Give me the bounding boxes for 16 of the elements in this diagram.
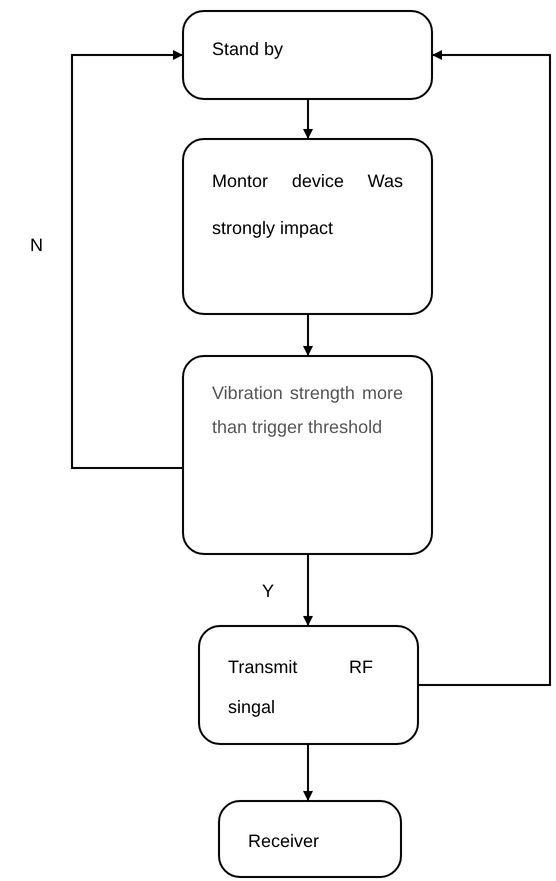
box-text: Vibration strength more than trigger threshold <box>212 382 403 439</box>
box-text: Stand by <box>212 38 284 61</box>
arrow <box>419 50 551 686</box>
arrow <box>71 50 183 469</box>
box-text: Montor device Was strongly impact <box>212 170 403 240</box>
process-box <box>182 355 433 555</box>
arrow <box>303 745 313 801</box>
process-box <box>198 625 419 745</box>
process-box <box>182 138 433 315</box>
arrow <box>303 555 313 626</box>
process-box <box>182 10 433 100</box>
box-text: Receiver <box>248 830 320 853</box>
arrow <box>303 100 313 139</box>
process-box <box>218 800 402 878</box>
box-text: Transmit RF singal <box>228 656 373 719</box>
arrow <box>303 315 313 356</box>
